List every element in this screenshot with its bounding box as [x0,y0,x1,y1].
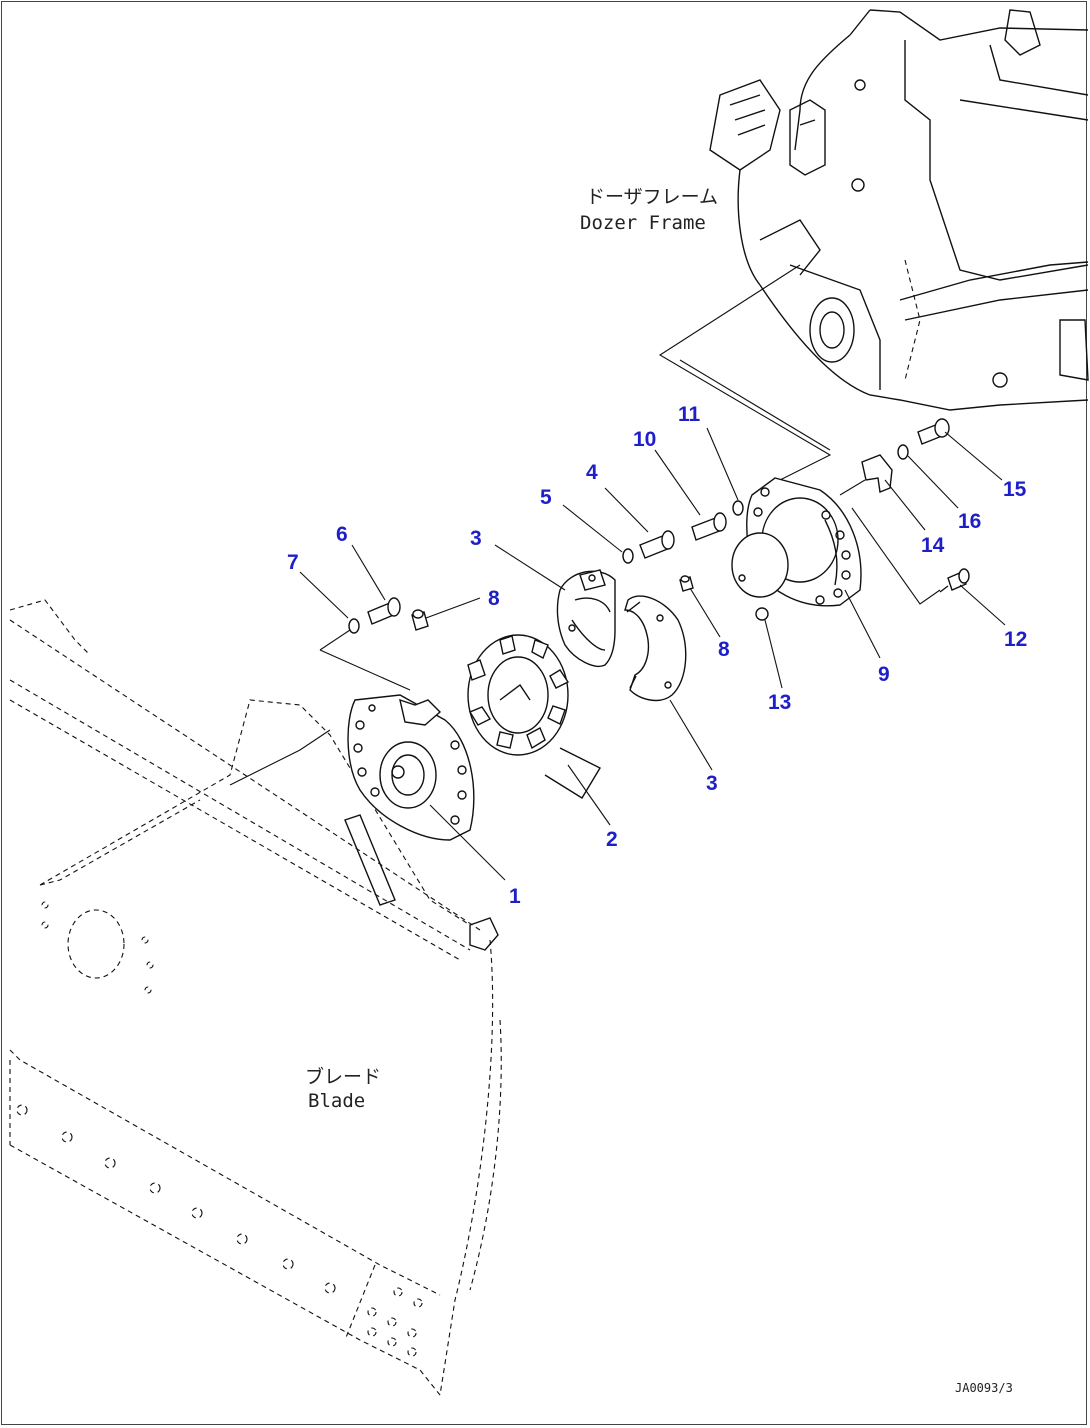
dozer-frame [658,9,1089,491]
part-3-cap-lower [624,595,687,702]
part-3-cap-upper [556,569,616,667]
part-4-bolt [639,530,675,559]
part-12-fitting [939,568,970,593]
callout-2: 2 [606,828,618,851]
dozer-frame-label-en: Dozer Frame [580,212,706,234]
part-8-fitting-left [411,609,429,631]
blade-label-jp: ブレード [305,1065,381,1088]
part-13-plug [755,607,769,621]
callout-14: 14 [921,534,945,557]
callout-8-right: 8 [718,638,730,661]
callout-12: 12 [1004,628,1027,651]
part-10-bolt [691,512,727,541]
dozer-frame-label-jp: ドーザフレーム [586,186,718,208]
callout-5: 5 [540,486,552,509]
callout-6: 6 [336,523,348,546]
part-8-fitting-right [679,575,694,592]
drawing-number: JA0093/3 [955,1381,1013,1395]
callout-9: 9 [878,663,890,686]
part-1-bracket [347,694,475,841]
callout-11: 11 [678,403,701,426]
part-14-clip [861,454,893,493]
part-7-washer [348,618,360,634]
blade-label-en: Blade [308,1090,365,1112]
callout-1: 1 [509,885,521,908]
blade [9,599,502,1396]
callout-3-lower: 3 [706,772,718,795]
part-5-washer [622,548,634,564]
part-9-ball-bracket [731,477,862,607]
callout-4: 4 [586,461,598,484]
callout-8-left: 8 [488,587,500,610]
part-16-washer [897,444,909,460]
callout-3-upper: 3 [470,527,482,550]
part-6-bolt [367,597,401,625]
callout-13: 13 [768,691,791,714]
callout-16: 16 [958,510,981,533]
part-15-bolt [917,418,950,445]
leader-lines [299,427,1006,881]
callout-10: 10 [633,428,656,451]
part-11-washer [732,500,744,516]
part-2-liner [467,634,601,799]
callout-7: 7 [287,551,299,574]
callout-15: 15 [1003,478,1027,501]
